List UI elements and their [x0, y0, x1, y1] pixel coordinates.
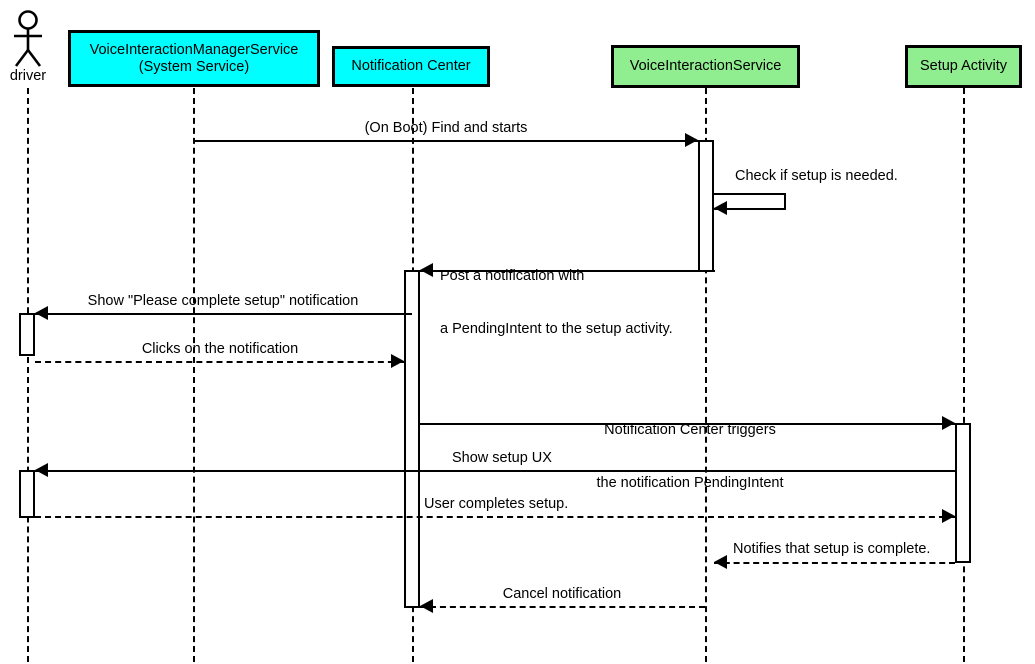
message-label-7: Show setup UX	[452, 450, 552, 466]
message-label-2: Check if setup is needed.	[735, 168, 898, 184]
message-arrowhead-9	[714, 555, 727, 569]
message-label-3-line2: a PendingIntent to the setup activity.	[440, 321, 673, 338]
participant-label-vims-line1: VoiceInteractionManagerService	[89, 41, 299, 58]
message-line-5	[35, 361, 404, 363]
lifeline-voiceinteractionmanagerservice	[193, 88, 195, 662]
message-line-10	[420, 606, 705, 608]
message-label-10: Cancel notification	[502, 586, 622, 602]
message-arrowhead-5	[391, 354, 404, 368]
lifeline-voiceinteractionservice	[705, 88, 707, 662]
message-label-6: Notification Center triggers the notific…	[596, 387, 783, 529]
message-label-3-line1: Post a notification with	[440, 268, 585, 285]
message-arrowhead-1	[685, 133, 698, 147]
message-line-4	[35, 313, 412, 315]
lifeline-driver	[27, 88, 29, 662]
message-line-6	[420, 423, 955, 425]
message-label-5: Clicks on the notification	[141, 341, 299, 357]
message-line-9	[714, 562, 955, 564]
message-arrowhead-8	[942, 509, 955, 523]
activation-bar-notification-center	[404, 270, 420, 608]
driver-actor-icon	[14, 10, 42, 67]
message-line-7	[35, 470, 955, 472]
participant-label-voiceinteractionservice: VoiceInteractionService	[629, 58, 782, 75]
message-arrowhead-2	[714, 201, 727, 215]
message-arrowhead-10	[420, 599, 433, 613]
message-line-3	[420, 270, 715, 272]
participant-voiceinteractionmanagerservice[interactable]: VoiceInteractionManagerService (System S…	[68, 30, 320, 87]
participant-notification-center[interactable]: Notification Center	[332, 46, 490, 87]
activation-bar-driver-1	[19, 313, 35, 356]
message-label-3: Post a notification with a PendingIntent…	[440, 233, 673, 375]
activation-bar-setup-activity	[955, 423, 971, 563]
message-arrowhead-6	[942, 416, 955, 430]
participant-label-notification-center: Notification Center	[351, 58, 471, 75]
message-line-2-bottom	[714, 208, 786, 210]
participant-label-driver: driver	[9, 68, 47, 84]
message-line-2-side	[784, 193, 786, 208]
participant-setup-activity[interactable]: Setup Activity	[905, 45, 1022, 88]
message-label-8: User completes setup.	[424, 496, 569, 512]
message-label-1: (On Boot) Find and starts	[364, 120, 528, 136]
activation-bar-driver-2	[19, 470, 35, 518]
participant-voiceinteractionservice[interactable]: VoiceInteractionService	[611, 45, 800, 88]
participant-label-setup-activity: Setup Activity	[919, 58, 1008, 75]
message-line-1	[193, 140, 698, 142]
message-line-2-top	[714, 193, 786, 195]
message-label-6-line1: Notification Center triggers	[604, 422, 776, 439]
message-label-9: Notifies that setup is complete.	[733, 541, 931, 557]
message-label-6-line2: the notification PendingIntent	[596, 475, 784, 492]
message-arrowhead-7	[35, 463, 48, 477]
activation-bar-voiceinteractionservice	[698, 140, 714, 272]
message-line-8	[35, 516, 955, 518]
lifeline-setup-activity	[963, 88, 965, 662]
message-arrowhead-4	[35, 306, 48, 320]
message-arrowhead-3	[420, 263, 433, 277]
message-label-4: Show "Please complete setup" notificatio…	[87, 293, 359, 309]
participant-label-vims-line2: (System Service)	[138, 58, 250, 75]
